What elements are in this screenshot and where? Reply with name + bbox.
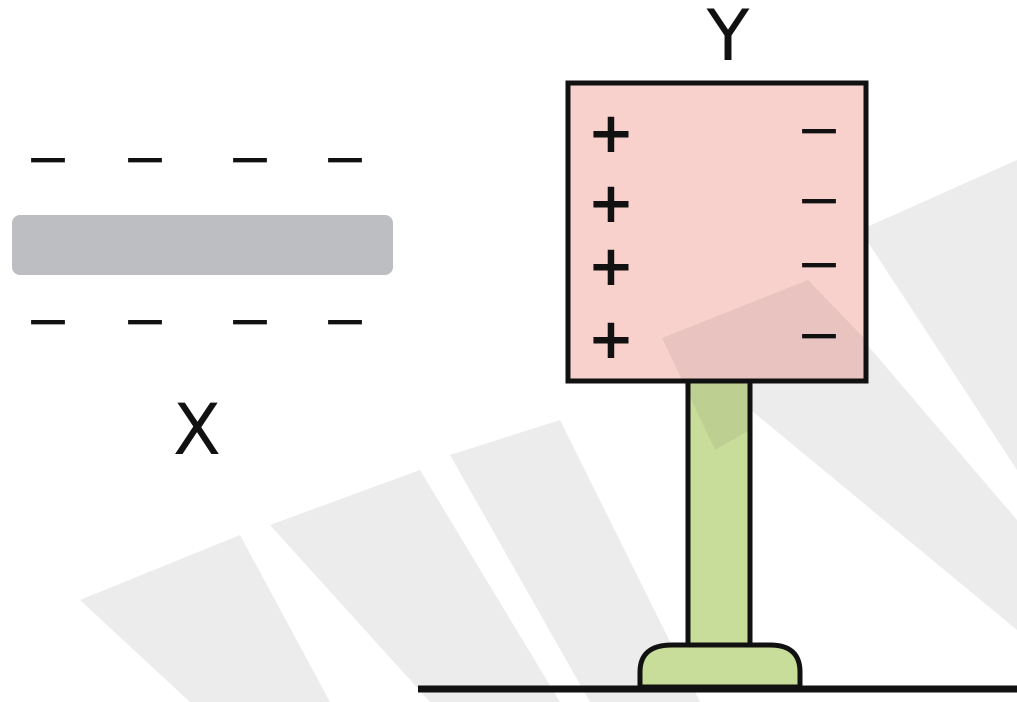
- rod-x-charge-below-4: −: [322, 289, 367, 352]
- rod-x-charge-above-3: −: [227, 127, 272, 190]
- rod-x-charge-below-3: −: [227, 289, 272, 352]
- rod-x-charges-above: − − − −: [25, 127, 367, 190]
- charged-rod-x: [12, 215, 393, 275]
- conductor-y-positive-2: +: [588, 171, 635, 236]
- label-x: X: [173, 389, 221, 471]
- conductor-y-positive-4: +: [588, 307, 635, 372]
- watermark-overlay: [662, 280, 866, 450]
- rod-x-charge-below-2: −: [122, 289, 167, 352]
- conductor-y-positive-3: +: [588, 234, 635, 299]
- conductor-y: [565, 80, 869, 384]
- rod-x-charge-above-1: −: [25, 127, 70, 190]
- conductor-y-negative-4: −: [796, 303, 841, 366]
- stand-base: [637, 642, 803, 690]
- rod-x-charge-above-4: −: [322, 127, 367, 190]
- rod-x-charges-below: − − − −: [25, 289, 367, 352]
- conductor-y-negative-charges: − − − −: [796, 98, 841, 366]
- conductor-y-positive-charges: + + + +: [588, 101, 635, 372]
- conductor-y-positive-1: +: [588, 101, 635, 166]
- rod-x-charge-above-2: −: [122, 127, 167, 190]
- rod-x-body: [12, 215, 393, 275]
- label-y: Y: [706, 0, 750, 77]
- conductor-y-negative-1: −: [796, 98, 841, 161]
- rod-x-charge-below-1: −: [25, 289, 70, 352]
- conductor-y-negative-3: −: [796, 232, 841, 295]
- conductor-y-negative-2: −: [796, 168, 841, 231]
